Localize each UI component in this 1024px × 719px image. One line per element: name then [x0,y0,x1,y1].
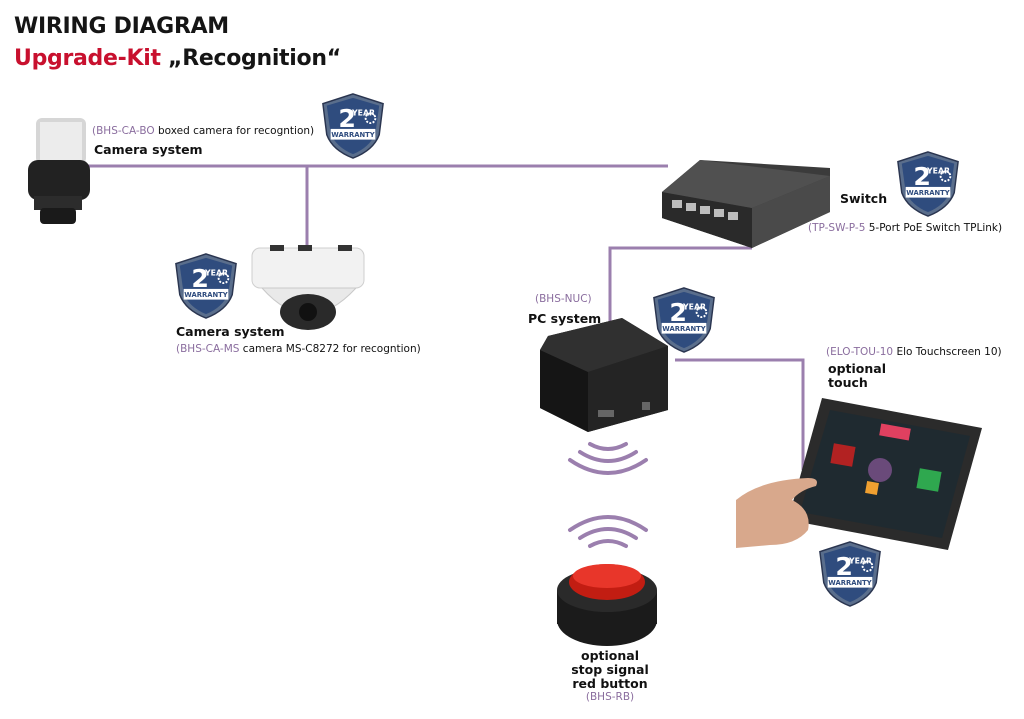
switch-desc: 5-Port PoE Switch TPLink) [868,222,1003,234]
page-title: WIRING DIAGRAM [14,14,229,39]
switch-image [662,160,830,248]
dome-camera-label: (BHS-CA-MS camera MS-C8272 for recogntio… [176,343,421,355]
boxed-camera-code: (BHS-CA-BO [92,125,155,137]
boxed-camera-name: Camera system [94,142,203,157]
warranty-badge-icon [818,540,882,608]
boxed-camera-desc: boxed camera for recogntion) [157,125,315,137]
switch-name: Switch [840,191,888,206]
touch-name-2: touch [828,375,868,390]
red-button-image [557,564,657,646]
warranty-badge-icon [321,92,385,160]
boxed-camera-label: (BHS-CA-BO boxed camera for recogntion) [92,125,314,137]
wire-pc-touch [675,358,805,470]
red-button-line2: stop signal [571,662,649,677]
touch-desc: Elo Touchscreen 10) [896,346,1002,358]
touch-label: (ELO-TOU-10 Elo Touchscreen 10) [826,346,1002,358]
switch-code: (TP-SW-P-5 [808,222,866,234]
touchscreen-image [788,398,982,550]
hand-image [736,478,817,548]
warranty-badge-icon [652,286,716,354]
touch-name-1: optional [828,361,887,376]
dome-camera-image [251,245,365,330]
page-subtitle: Upgrade-Kit „Recognition“ [14,46,341,71]
warranty-badge-icon [174,252,238,320]
boxed-camera-image [28,118,90,224]
subtitle-kit: Upgrade-Kit [14,46,161,71]
switch-label: (TP-SW-P-5 5-Port PoE Switch TPLink) [808,222,1002,234]
subtitle-recognition: „Recognition“ [168,46,341,71]
warranty-badge-icon [896,150,960,218]
red-button-code: (BHS-RB) [585,691,635,703]
wire-switch-pc [608,246,752,338]
dome-camera-name: Camera system [176,324,285,339]
dome-camera-desc: camera MS-C8272 for recogntion) [242,343,421,355]
red-button-line3: red button [572,676,648,691]
pc-code: (BHS-NUC) [535,293,592,305]
pc-image [540,318,668,432]
dome-camera-code: (BHS-CA-MS [176,343,240,355]
wires [88,164,805,470]
red-button-label: optional stop signal red button (BHS-RB) [550,649,670,704]
red-button-line1: optional [580,648,639,663]
touch-code: (ELO-TOU-10 [826,346,894,358]
wireless-waves [568,442,648,548]
pc-name: PC system [528,311,602,326]
